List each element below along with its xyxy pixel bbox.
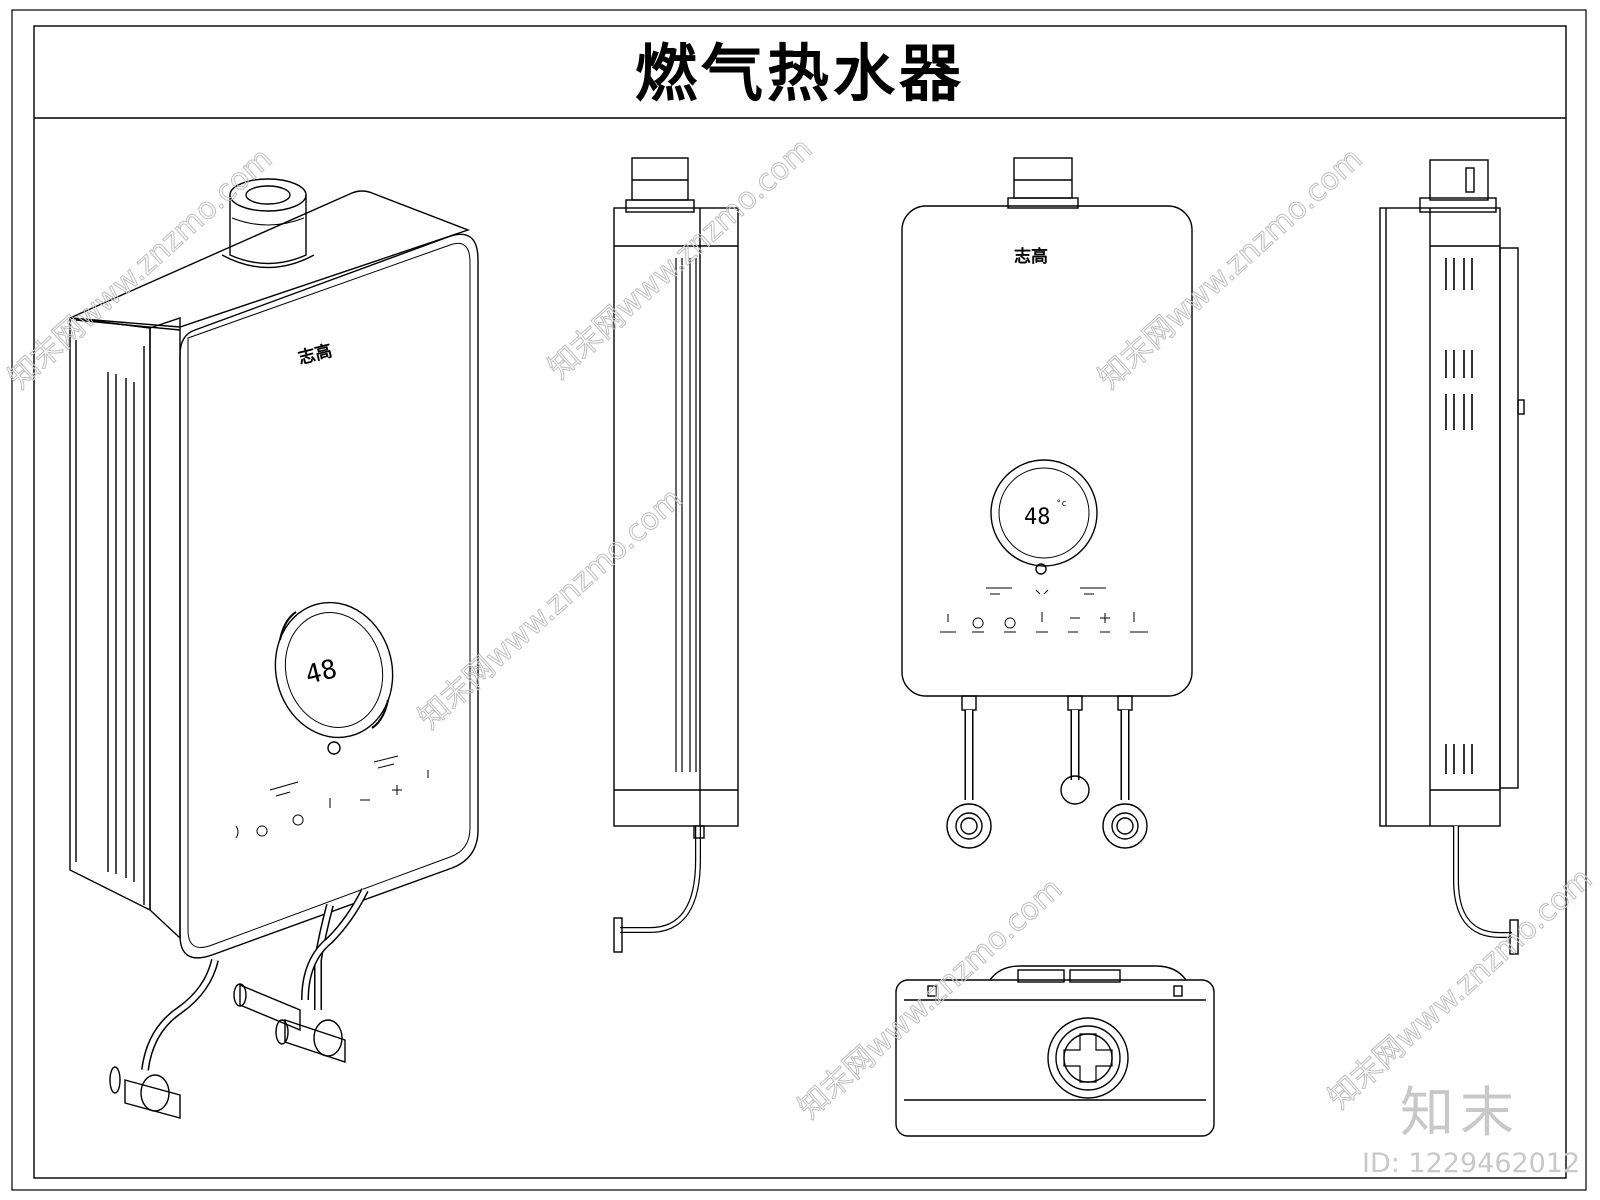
iso-display-temperature: 48 [302, 654, 340, 691]
drawing-frame [11, 9, 1587, 1191]
iso-logo: 志高 [296, 340, 334, 369]
isometric-view [69, 178, 479, 1119]
watermark-text: 知末网www.znzmo.com [1092, 141, 1369, 396]
side-view-left [613, 157, 739, 953]
drawing-title: 燃气热水器 [634, 37, 965, 110]
watermark-text: 知末网www.znzmo.com [412, 481, 689, 736]
front-display-temperature: 48 [1024, 505, 1051, 530]
watermark-text: 知末网www.znzmo.com [792, 871, 1069, 1126]
front-logo: 志高 [1014, 246, 1048, 267]
watermark-text: 知末网www.znzmo.com [542, 131, 819, 386]
bottom-view [895, 965, 1215, 1137]
front-display-unit: °c [1056, 499, 1067, 509]
image-id: ID: 1229462012 [1362, 1148, 1581, 1179]
side-view-right [1379, 159, 1525, 955]
watermark-layer: 知末网www.znzmo.com 知末网www.znzmo.com 知末网www… [1, 131, 1599, 1127]
corner-brand: 知末 [1400, 1081, 1520, 1144]
watermark-text: 知末网www.znzmo.com [2, 141, 279, 396]
front-view [901, 157, 1193, 849]
